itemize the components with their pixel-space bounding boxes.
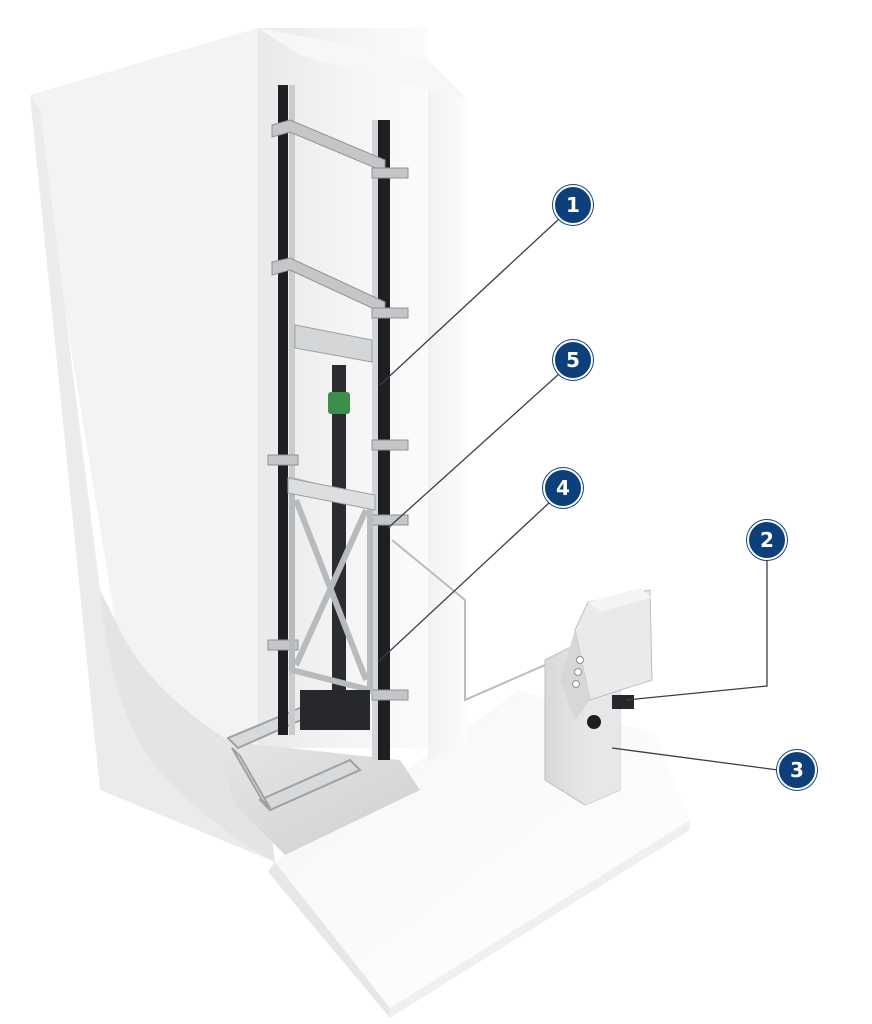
- callout-5[interactable]: 5: [553, 340, 593, 380]
- leader-lines: [377, 217, 779, 771]
- shaft-right-wall: [428, 60, 468, 760]
- power-unit-cabinet: [544, 588, 653, 806]
- callout-2[interactable]: 2: [747, 520, 787, 560]
- callout-1[interactable]: 1: [553, 185, 593, 225]
- car-yoke-top: [294, 324, 373, 363]
- shaft-left-wall: [30, 28, 275, 862]
- car-platform-base: [300, 690, 370, 730]
- callout-3[interactable]: 3: [777, 750, 817, 790]
- shaft-pit: [215, 740, 420, 855]
- callout-4[interactable]: 4: [543, 468, 583, 508]
- rail-brackets: [267, 119, 409, 701]
